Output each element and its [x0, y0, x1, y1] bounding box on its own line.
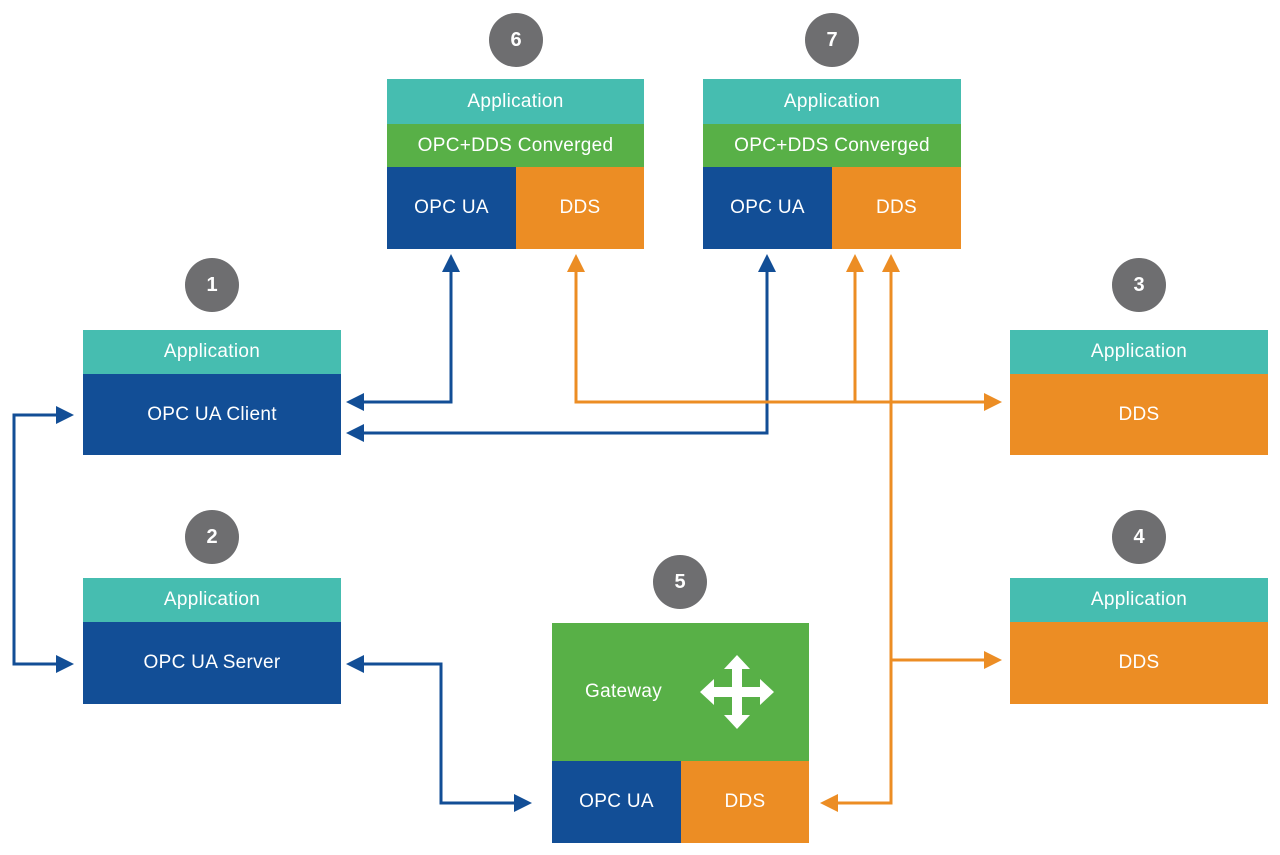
- node-7-dds: DDS: [832, 167, 961, 249]
- link-6-to-3-dds: [574, 272, 984, 404]
- node-2-opcua-server: OPC UA Server: [83, 622, 341, 704]
- link-7-to-5-dds: [836, 272, 893, 805]
- node-5-gateway: Gateway: [552, 623, 809, 761]
- arrowhead: [442, 254, 460, 272]
- move-arrows-icon: [700, 655, 774, 729]
- link-1-to-6-opcua: [364, 272, 453, 404]
- node-6-application: Application: [387, 79, 644, 124]
- node-1-application: Application: [83, 330, 341, 374]
- node-6-converged-layer: OPC+DDS Converged: [387, 124, 644, 167]
- arrowhead: [820, 794, 838, 812]
- node-2-badge: 2: [185, 510, 239, 564]
- node-7-converged-layer: OPC+DDS Converged: [703, 124, 961, 167]
- node-5-dds: DDS: [681, 761, 809, 843]
- node-4-badge: 4: [1112, 510, 1166, 564]
- opcua-connections: [12, 272, 769, 805]
- arrowhead: [567, 254, 585, 272]
- arrowhead: [846, 254, 864, 272]
- node-4-application: Application: [1010, 578, 1268, 622]
- node-5-badge: 5: [653, 555, 707, 609]
- node-3-application: Application: [1010, 330, 1268, 374]
- node-1-badge: 1: [185, 258, 239, 312]
- node-6-badge: 6: [489, 13, 543, 67]
- node-6-dds: DDS: [516, 167, 644, 249]
- arrowhead: [56, 406, 74, 424]
- arrowhead: [758, 254, 776, 272]
- arrowhead: [346, 655, 364, 673]
- opcua-arrowheads: [56, 254, 776, 812]
- node-5-opcua: OPC UA: [552, 761, 681, 843]
- node-3-dds: DDS: [1010, 374, 1268, 455]
- node-3-badge: 3: [1112, 258, 1166, 312]
- arrowhead: [346, 424, 364, 442]
- node-7-opcua: OPC UA: [703, 167, 832, 249]
- arrowhead: [984, 393, 1002, 411]
- arrowhead: [984, 651, 1002, 669]
- dds-connections: [574, 272, 984, 805]
- node-2-application: Application: [83, 578, 341, 622]
- node-4-dds: DDS: [1010, 622, 1268, 704]
- dds-arrowheads: [567, 254, 1002, 812]
- arrowhead: [514, 794, 532, 812]
- node-7-badge: 7: [805, 13, 859, 67]
- node-6-opcua: OPC UA: [387, 167, 516, 249]
- arrowhead: [882, 254, 900, 272]
- node-7-application: Application: [703, 79, 961, 124]
- link-1-to-7-opcua: [364, 272, 769, 435]
- link-2-to-5-opcua: [364, 662, 516, 805]
- link-1-to-2-opcua: [12, 413, 58, 666]
- gateway-label: Gateway: [585, 681, 663, 702]
- node-1-opcua-client: OPC UA Client: [83, 374, 341, 455]
- arrowhead: [56, 655, 74, 673]
- arrowhead: [346, 393, 364, 411]
